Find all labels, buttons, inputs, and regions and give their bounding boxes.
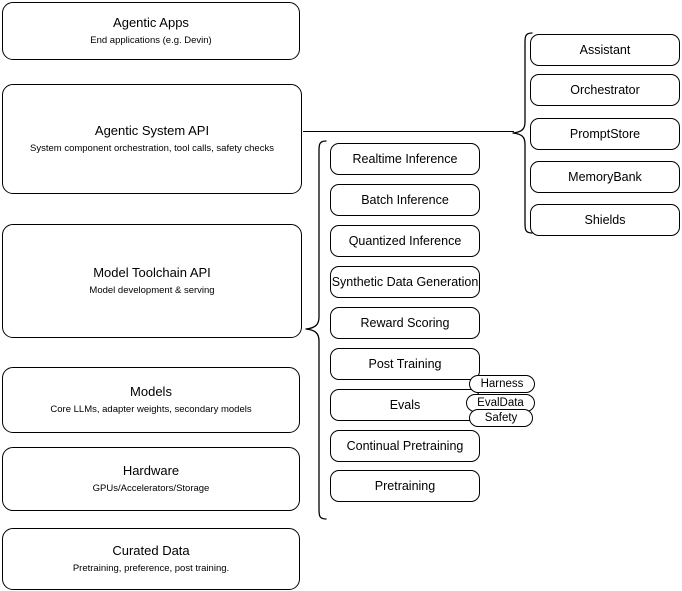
chip-label: Post Training: [368, 356, 442, 371]
layer-title: Agentic System API: [94, 123, 210, 138]
evals-badge-safety[interactable]: Safety: [469, 409, 533, 427]
agentic-component-shields[interactable]: Shields: [530, 204, 680, 236]
chip-label: Orchestrator: [570, 82, 640, 97]
layer-title: Agentic Apps: [113, 15, 189, 30]
layer-title: Models: [130, 384, 172, 399]
badge-label: Harness: [480, 377, 524, 390]
chip-label: Realtime Inference: [352, 151, 458, 166]
chip-label: PromptStore: [569, 126, 641, 141]
chip-label: Reward Scoring: [360, 315, 450, 330]
badge-label: EvalData: [477, 396, 524, 409]
layer-title: Hardware: [122, 463, 180, 478]
chip-label: Pretraining: [374, 478, 436, 493]
layer-subtitle: GPUs/Accelerators/Storage: [92, 483, 210, 494]
toolchain-component-continual-pretraining[interactable]: Continual Pretraining: [330, 430, 480, 462]
chip-label: Assistant: [579, 42, 631, 57]
toolchain-component-post-training[interactable]: Post Training: [330, 348, 480, 380]
chip-label: Batch Inference: [361, 192, 449, 207]
layer-title: Curated Data: [112, 543, 190, 558]
chip-label: Continual Pretraining: [346, 438, 464, 453]
agentic-component-orchestrator[interactable]: Orchestrator: [530, 74, 680, 106]
agentic-component-promptstore[interactable]: PromptStore: [530, 118, 680, 150]
chip-label: Synthetic Data Generation: [331, 274, 479, 289]
badge-label: Safety: [484, 411, 518, 424]
evals-badge-harness[interactable]: Harness: [469, 375, 535, 393]
toolchain-component-batch-inference[interactable]: Batch Inference: [330, 184, 480, 216]
stack-layer-agentic-apps[interactable]: Agentic Apps End applications (e.g. Devi…: [2, 2, 300, 60]
stack-layer-hardware[interactable]: Hardware GPUs/Accelerators/Storage: [2, 447, 300, 511]
brace-toolchain-components: [302, 138, 328, 522]
layer-subtitle: Pretraining, preference, post training.: [72, 563, 230, 574]
toolchain-component-synthetic-data-generation[interactable]: Synthetic Data Generation: [330, 266, 480, 298]
toolchain-component-pretraining[interactable]: Pretraining: [330, 470, 480, 502]
chip-label: Quantized Inference: [348, 233, 462, 248]
connector-agentic-system-to-components: [303, 131, 514, 133]
layer-subtitle: Model development & serving: [89, 285, 215, 296]
layer-subtitle: End applications (e.g. Devin): [90, 35, 212, 46]
agentic-component-memorybank[interactable]: MemoryBank: [530, 161, 680, 193]
toolchain-component-evals[interactable]: Evals: [330, 389, 480, 421]
chip-label: MemoryBank: [568, 169, 642, 184]
stack-layer-models[interactable]: Models Core LLMs, adapter weights, secon…: [2, 367, 300, 433]
chip-label: Shields: [584, 212, 626, 227]
stack-layer-model-toolchain-api[interactable]: Model Toolchain API Model development & …: [2, 224, 302, 338]
evals-badge-evaldata[interactable]: EvalData: [466, 394, 535, 412]
layer-title: Model Toolchain API: [93, 265, 211, 280]
stack-layer-agentic-system-api[interactable]: Agentic System API System component orch…: [2, 84, 302, 194]
stack-layer-curated-data[interactable]: Curated Data Pretraining, preference, po…: [2, 528, 300, 590]
toolchain-component-reward-scoring[interactable]: Reward Scoring: [330, 307, 480, 339]
brace-agentic-components: [510, 30, 534, 238]
layer-subtitle: System component orchestration, tool cal…: [30, 143, 274, 154]
layer-subtitle: Core LLMs, adapter weights, secondary mo…: [50, 404, 252, 415]
agentic-component-assistant[interactable]: Assistant: [530, 34, 680, 66]
toolchain-component-quantized-inference[interactable]: Quantized Inference: [330, 225, 480, 257]
chip-label: Evals: [389, 397, 421, 412]
toolchain-component-realtime-inference[interactable]: Realtime Inference: [330, 143, 480, 175]
